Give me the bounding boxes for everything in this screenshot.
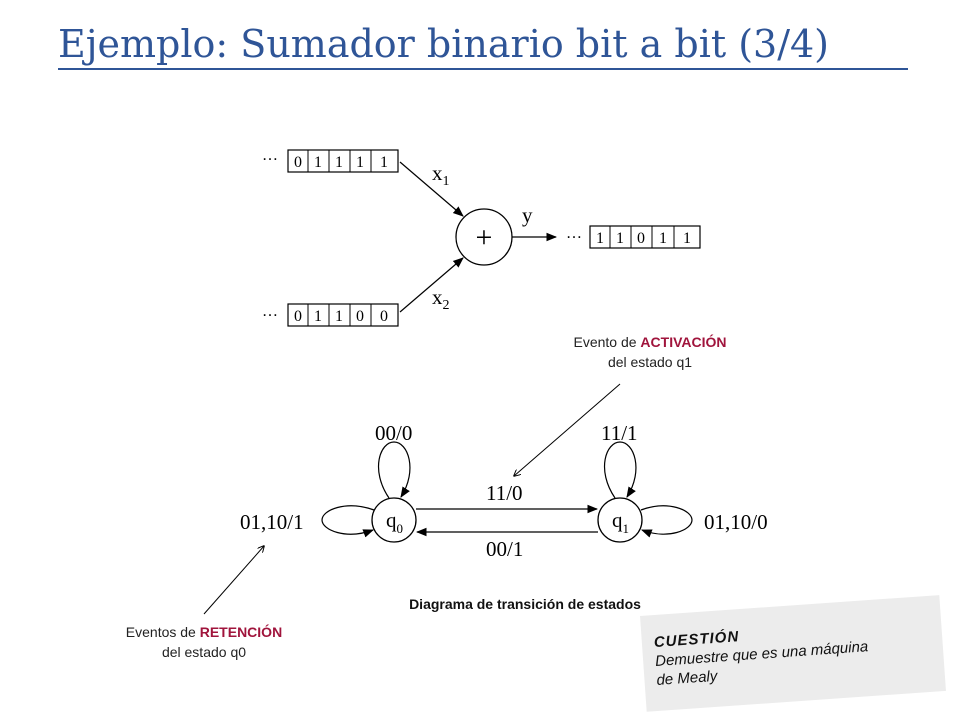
label-y: y — [522, 203, 533, 227]
output-bit-0: 1 — [596, 230, 604, 247]
transition-q1-q0-label: 00/1 — [486, 537, 523, 561]
input2-arrow — [399, 257, 464, 313]
input1-bit-1: 1 — [314, 154, 322, 171]
activation-pointer-arrow — [514, 383, 621, 476]
output-bit-3: 1 — [659, 230, 667, 247]
input2-bit-register: 0 1 1 0 0 — [287, 303, 399, 327]
output-bit-register: 1 1 0 1 1 — [589, 225, 701, 249]
output-ellipsis: … — [566, 225, 582, 242]
input2-bit-3: 0 — [356, 308, 364, 325]
input1-bit-register: 0 1 1 1 1 — [287, 149, 399, 173]
state-q1-label: q1 — [612, 508, 629, 536]
retention-pointer-arrow — [203, 546, 264, 615]
input2-ellipsis: … — [262, 303, 278, 320]
retention-note: Eventos de RETENCIÓN del estado q0 — [125, 624, 283, 660]
label-x2: x2 — [432, 285, 450, 313]
input1-arrow — [399, 161, 464, 217]
q0-left-self-loop — [321, 505, 375, 538]
output-bit-4: 1 — [683, 230, 691, 247]
q0-top-loop-label: 00/0 — [375, 421, 412, 445]
input1-ellipsis: … — [262, 147, 278, 164]
output-bit-1: 1 — [616, 230, 624, 247]
label-x1: x1 — [432, 161, 450, 189]
title-underline — [58, 68, 908, 70]
output-register-frame — [589, 225, 701, 249]
diagram-caption: Diagrama de transición de estados — [409, 596, 641, 612]
input2-bit-1: 1 — [314, 308, 322, 325]
output-bit-2: 0 — [637, 230, 645, 247]
q1-right-loop-label: 01,10/0 — [704, 510, 768, 534]
plus-operator: + — [476, 221, 493, 254]
activation-note: Evento de ACTIVACIÓN del estado q1 — [573, 334, 727, 370]
activation-highlight: ACTIVACIÓN — [640, 334, 727, 350]
q1-top-self-loop — [604, 441, 637, 499]
state-q1 — [597, 497, 643, 543]
retention-highlight: RETENCIÓN — [199, 624, 283, 640]
q0-left-loop-label: 01,10/1 — [240, 510, 304, 534]
question-text: CUESTIÓN Demuestre que es una máquina de… — [653, 618, 870, 690]
q0-top-self-loop — [378, 441, 411, 499]
input1-bit-4: 1 — [380, 154, 388, 171]
input1-bit-0: 0 — [294, 154, 302, 171]
input1-bit-2: 1 — [335, 154, 343, 171]
input2-bit-2: 1 — [335, 308, 343, 325]
input1-bit-3: 1 — [356, 154, 364, 171]
q1-right-self-loop — [640, 505, 693, 538]
transition-q0-q1-label: 11/0 — [486, 481, 523, 505]
state-q0-label: q0 — [386, 508, 403, 536]
page-title: Ejemplo: Sumador binario bit a bit (3/4) — [58, 22, 830, 66]
input2-bit-0: 0 — [294, 308, 302, 325]
input2-bit-4: 0 — [380, 308, 388, 325]
q1-top-loop-label: 11/1 — [601, 421, 638, 445]
state-q0 — [371, 497, 417, 543]
